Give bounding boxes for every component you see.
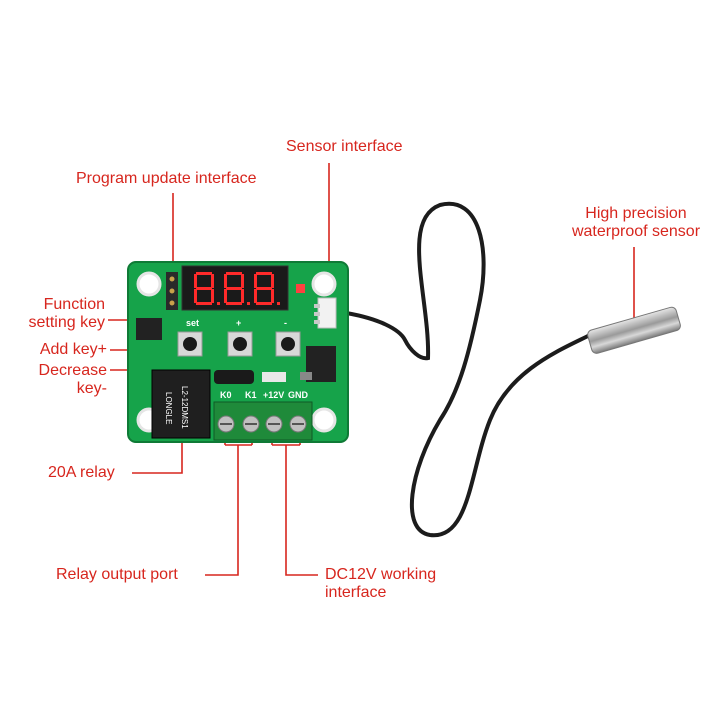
label-high-precision: High precision waterproof sensor xyxy=(556,205,716,241)
metal-probe xyxy=(587,306,681,354)
silk-k1: K1 xyxy=(245,390,257,400)
display-digits xyxy=(194,272,280,305)
silk-set-label: set xyxy=(186,318,199,328)
label-high-precision-line1: High precision xyxy=(585,205,687,222)
svg-text:L2-12DMS1: L2-12DMS1 xyxy=(180,386,189,429)
label-sensor-interface: Sensor interface xyxy=(286,138,403,155)
silk-plus-label: + xyxy=(236,318,241,328)
label-dc12v-line2: interface xyxy=(325,584,387,601)
label-dc12v-line1: DC12V working xyxy=(325,566,437,583)
label-decrease-key-line2: key- xyxy=(76,380,107,397)
label-function-setting-line1: Function xyxy=(43,296,105,313)
silk-k0: K0 xyxy=(220,390,232,400)
label-program-update: Program update interface xyxy=(76,170,257,187)
label-decrease-key: Decrease key- xyxy=(10,362,107,398)
silk-minus-label: - xyxy=(284,318,287,328)
plus-button xyxy=(227,331,253,357)
svg-text:LONGLE: LONGLE xyxy=(164,392,173,424)
label-relay-output-port: Relay output port xyxy=(56,566,178,583)
leader-relay-output xyxy=(205,445,239,576)
label-function-setting-line2: setting key xyxy=(28,314,105,331)
label-dc12v: DC12V working interface xyxy=(325,566,436,602)
minus-button xyxy=(275,331,301,357)
pcb-board: set + - LONGLE xyxy=(127,261,349,443)
relay-body: LONGLE L2-12DMS1 xyxy=(151,369,211,439)
label-20a-relay: 20A relay xyxy=(48,464,115,481)
label-decrease-key-line1: Decrease xyxy=(38,362,107,379)
set-button xyxy=(177,331,203,357)
label-function-setting: Function setting key xyxy=(10,296,105,332)
silk-gnd: GND xyxy=(288,390,309,400)
terminal-block xyxy=(213,401,313,441)
sensor-cable xyxy=(338,201,592,538)
label-high-precision-line2: waterproof sensor xyxy=(571,223,701,240)
label-add-key: Add key+ xyxy=(39,341,107,358)
silk-12v: +12V xyxy=(263,390,284,400)
leader-dc12v xyxy=(285,445,318,576)
